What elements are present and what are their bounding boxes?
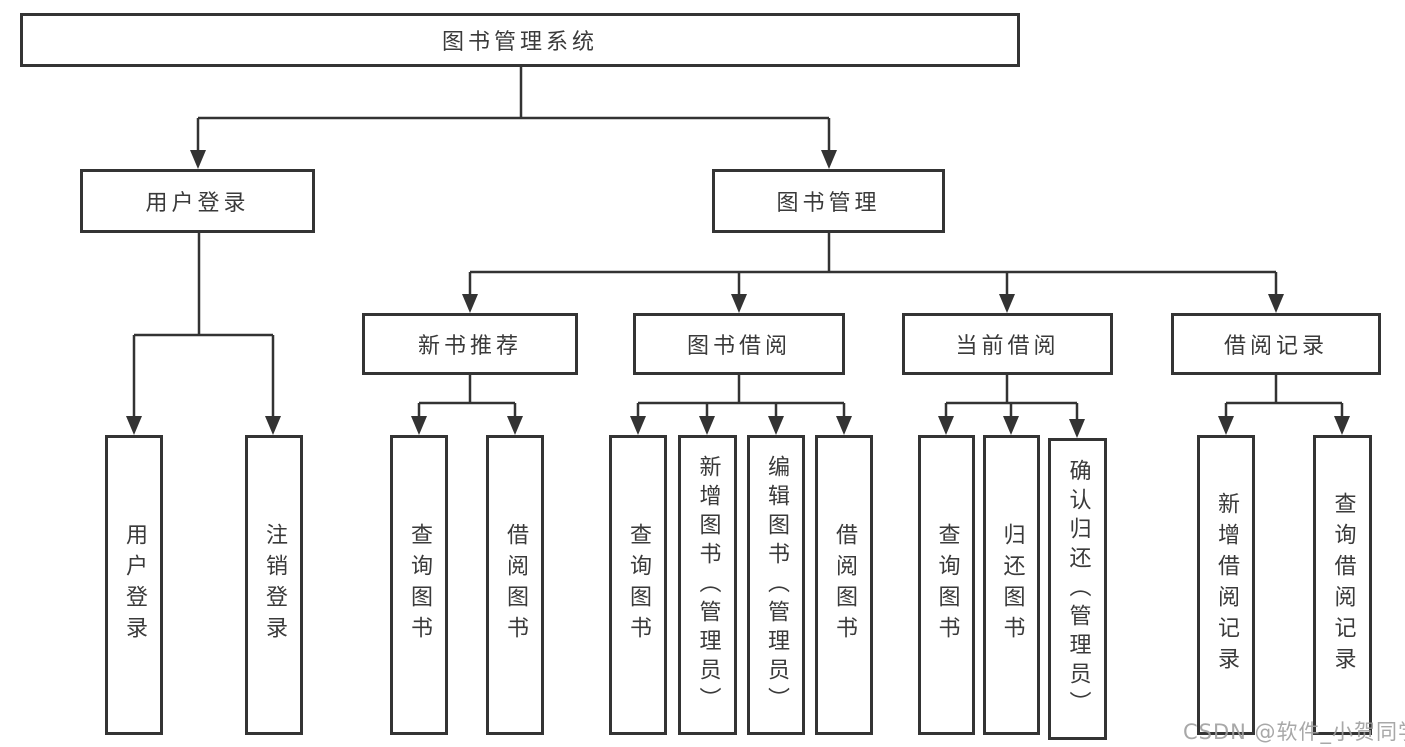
node-label: 借阅记录: [1223, 334, 1328, 359]
node-label: 新增借阅记录: [1214, 492, 1239, 678]
arrowhead: [938, 416, 954, 435]
arrowhead: [1069, 419, 1085, 438]
arrowhead: [821, 150, 837, 169]
arrowhead: [507, 416, 523, 435]
arrowhead: [999, 294, 1015, 313]
leaf-query-books: 查询图书: [609, 435, 667, 735]
arrowhead: [731, 294, 747, 313]
node-label: 归还图书: [999, 523, 1025, 647]
leaf-borrow-books: 借阅图书: [815, 435, 873, 735]
node-label: 查询图书: [407, 523, 432, 647]
arrowhead: [836, 416, 852, 435]
node-label: 新增图书（管理员）: [695, 454, 721, 716]
arrowhead: [1268, 294, 1284, 313]
arrowhead: [699, 416, 715, 435]
node-label: 用户登录: [145, 191, 250, 216]
node-label: 用户登录: [122, 523, 147, 647]
arrowhead: [1003, 416, 1019, 435]
node-user-login: 用户登录: [80, 169, 315, 233]
node-book-management: 图书管理: [712, 169, 945, 233]
arrowhead: [768, 416, 784, 435]
node-label: 注销登录: [262, 523, 287, 647]
leaf-add-borrow-record: 新增借阅记录: [1197, 435, 1255, 735]
arrowhead: [1334, 416, 1350, 435]
node-new-book-recommendation: 新书推荐: [362, 313, 578, 375]
node-label: 图书管理: [776, 191, 881, 216]
arrowhead: [630, 416, 646, 435]
node-label: 图书管理系统: [441, 30, 598, 55]
leaf-confirm-return-admin: 确认归还（管理员）: [1048, 438, 1107, 740]
node-label: 查询图书: [934, 523, 960, 647]
node-label: 图书借阅: [686, 334, 791, 359]
arrowhead: [126, 416, 142, 435]
arrowhead: [462, 294, 478, 313]
leaf-query-books: 查询图书: [390, 435, 448, 735]
arrowhead: [411, 416, 427, 435]
node-label: 编辑图书（管理员）: [764, 454, 789, 716]
node-label: 新书推荐: [417, 334, 522, 359]
csdn-watermark: CSDN @软件_小贺同学: [1183, 720, 1405, 744]
node-borrowing-records: 借阅记录: [1171, 313, 1381, 375]
arrowhead: [1218, 416, 1234, 435]
leaf-add-books-admin: 新增图书（管理员）: [678, 435, 737, 735]
leaf-query-books: 查询图书: [918, 435, 975, 735]
node-label: 借阅图书: [832, 523, 857, 647]
node-label: 查询借阅记录: [1330, 492, 1356, 678]
leaf-borrow-books: 借阅图书: [486, 435, 544, 735]
leaf-return-books: 归还图书: [983, 435, 1040, 735]
node-book-borrowing: 图书借阅: [633, 313, 845, 375]
leaf-user-login: 用户登录: [105, 435, 163, 735]
node-label: 当前借阅: [955, 334, 1060, 359]
node-library-management-system: 图书管理系统: [20, 13, 1020, 67]
node-label: 查询图书: [626, 523, 651, 647]
node-current-borrowing: 当前借阅: [902, 313, 1113, 375]
leaf-query-borrow-record: 查询借阅记录: [1313, 435, 1372, 735]
leaf-edit-books-admin: 编辑图书（管理员）: [747, 435, 805, 735]
node-label: 确认归还（管理员）: [1065, 458, 1091, 720]
arrowhead: [190, 150, 206, 169]
node-label: 借阅图书: [503, 523, 528, 647]
leaf-logout: 注销登录: [245, 435, 303, 735]
arrowhead: [265, 416, 281, 435]
